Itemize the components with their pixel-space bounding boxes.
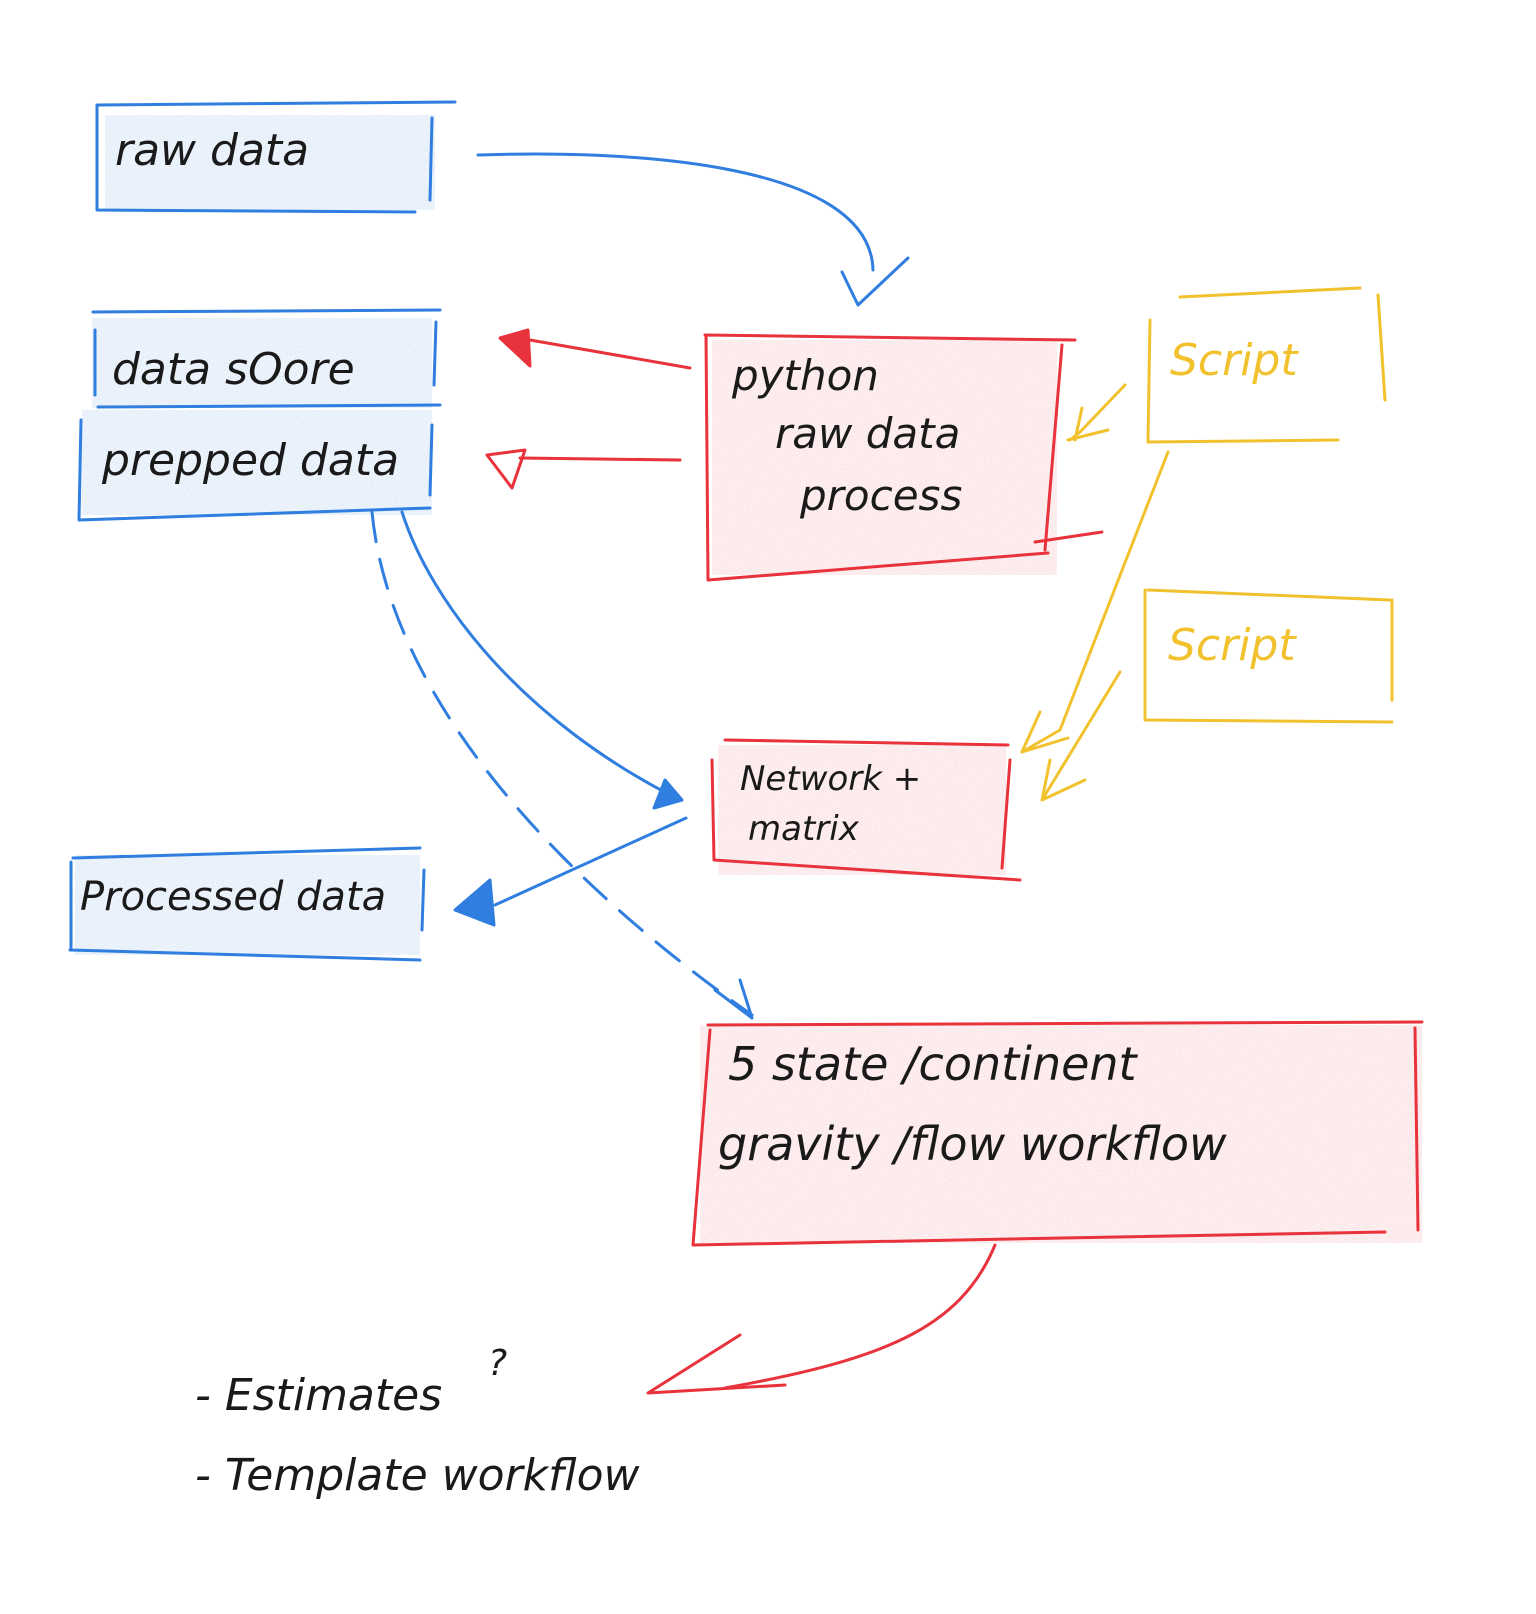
node-raw-data: raw data: [95, 100, 457, 214]
gravity-line-2: gravity /flow workflow: [718, 1117, 1227, 1171]
arrow-python-to-prepped: [485, 448, 682, 490]
python-line-1: python: [731, 351, 879, 400]
prepped-data-label: prepped data: [101, 435, 399, 486]
script-bottom-label: Script: [1168, 620, 1297, 671]
node-data-score: data sOore: [91, 308, 442, 409]
note-template-workflow: - Template workflow: [195, 1450, 640, 1501]
processed-data-label: Processed data: [80, 874, 386, 920]
node-script-top: Script: [1146, 286, 1387, 444]
node-processed-data: Processed data: [68, 846, 426, 962]
python-line-2: raw data: [775, 409, 960, 458]
node-script-bottom: Script: [1143, 588, 1394, 724]
note-estimates-mark: ?: [488, 1343, 507, 1384]
arrow-prepped-to-network: [400, 510, 684, 810]
script-top-label: Script: [1170, 335, 1299, 386]
arrow-network-to-processed: [453, 816, 688, 927]
arrow-script-to-network: [1020, 450, 1170, 802]
data-score-label: data sOore: [112, 344, 355, 395]
arrow-script-to-python: [1066, 383, 1127, 442]
raw-data-label: raw data: [115, 125, 309, 176]
node-network-matrix: Network + matrix: [710, 738, 1022, 882]
node-prepped-data: prepped data: [77, 410, 434, 522]
arrow-gravity-to-notes: [646, 1243, 997, 1395]
network-line-1: Network +: [740, 759, 921, 799]
network-line-2: matrix: [748, 809, 860, 849]
note-estimates: - Estimates: [195, 1370, 442, 1421]
node-python-process: python raw data process: [703, 333, 1104, 582]
notes-list: - Estimates ? - Template workflow: [195, 1343, 640, 1501]
node-gravity-flow: 5 state /continent gravity /flow workflo…: [691, 1020, 1424, 1247]
python-line-3: process: [799, 471, 962, 520]
arrow-python-to-data-score: [498, 328, 692, 370]
arrow-raw-to-python: [476, 152, 910, 307]
gravity-line-1: 5 state /continent: [728, 1037, 1139, 1091]
arrow-prepped-to-gravity-dashed: [370, 510, 754, 1020]
